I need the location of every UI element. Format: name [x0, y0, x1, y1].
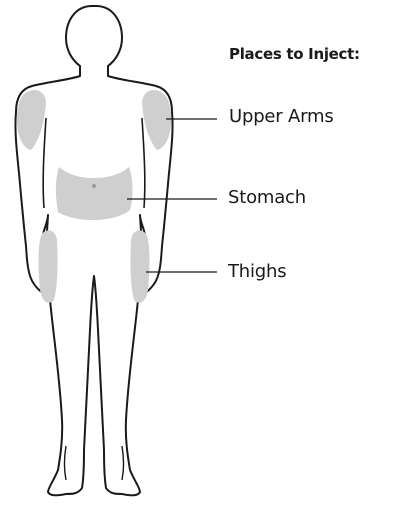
- stomach-label: Stomach: [228, 187, 306, 208]
- navel: [92, 184, 96, 188]
- upper-arms-label: Upper Arms: [229, 106, 334, 127]
- right-thigh-region: [130, 230, 149, 302]
- places-to-inject-heading: Places to Inject:: [229, 45, 360, 63]
- thighs-label: Thighs: [228, 261, 286, 282]
- left-thigh-region: [39, 230, 58, 302]
